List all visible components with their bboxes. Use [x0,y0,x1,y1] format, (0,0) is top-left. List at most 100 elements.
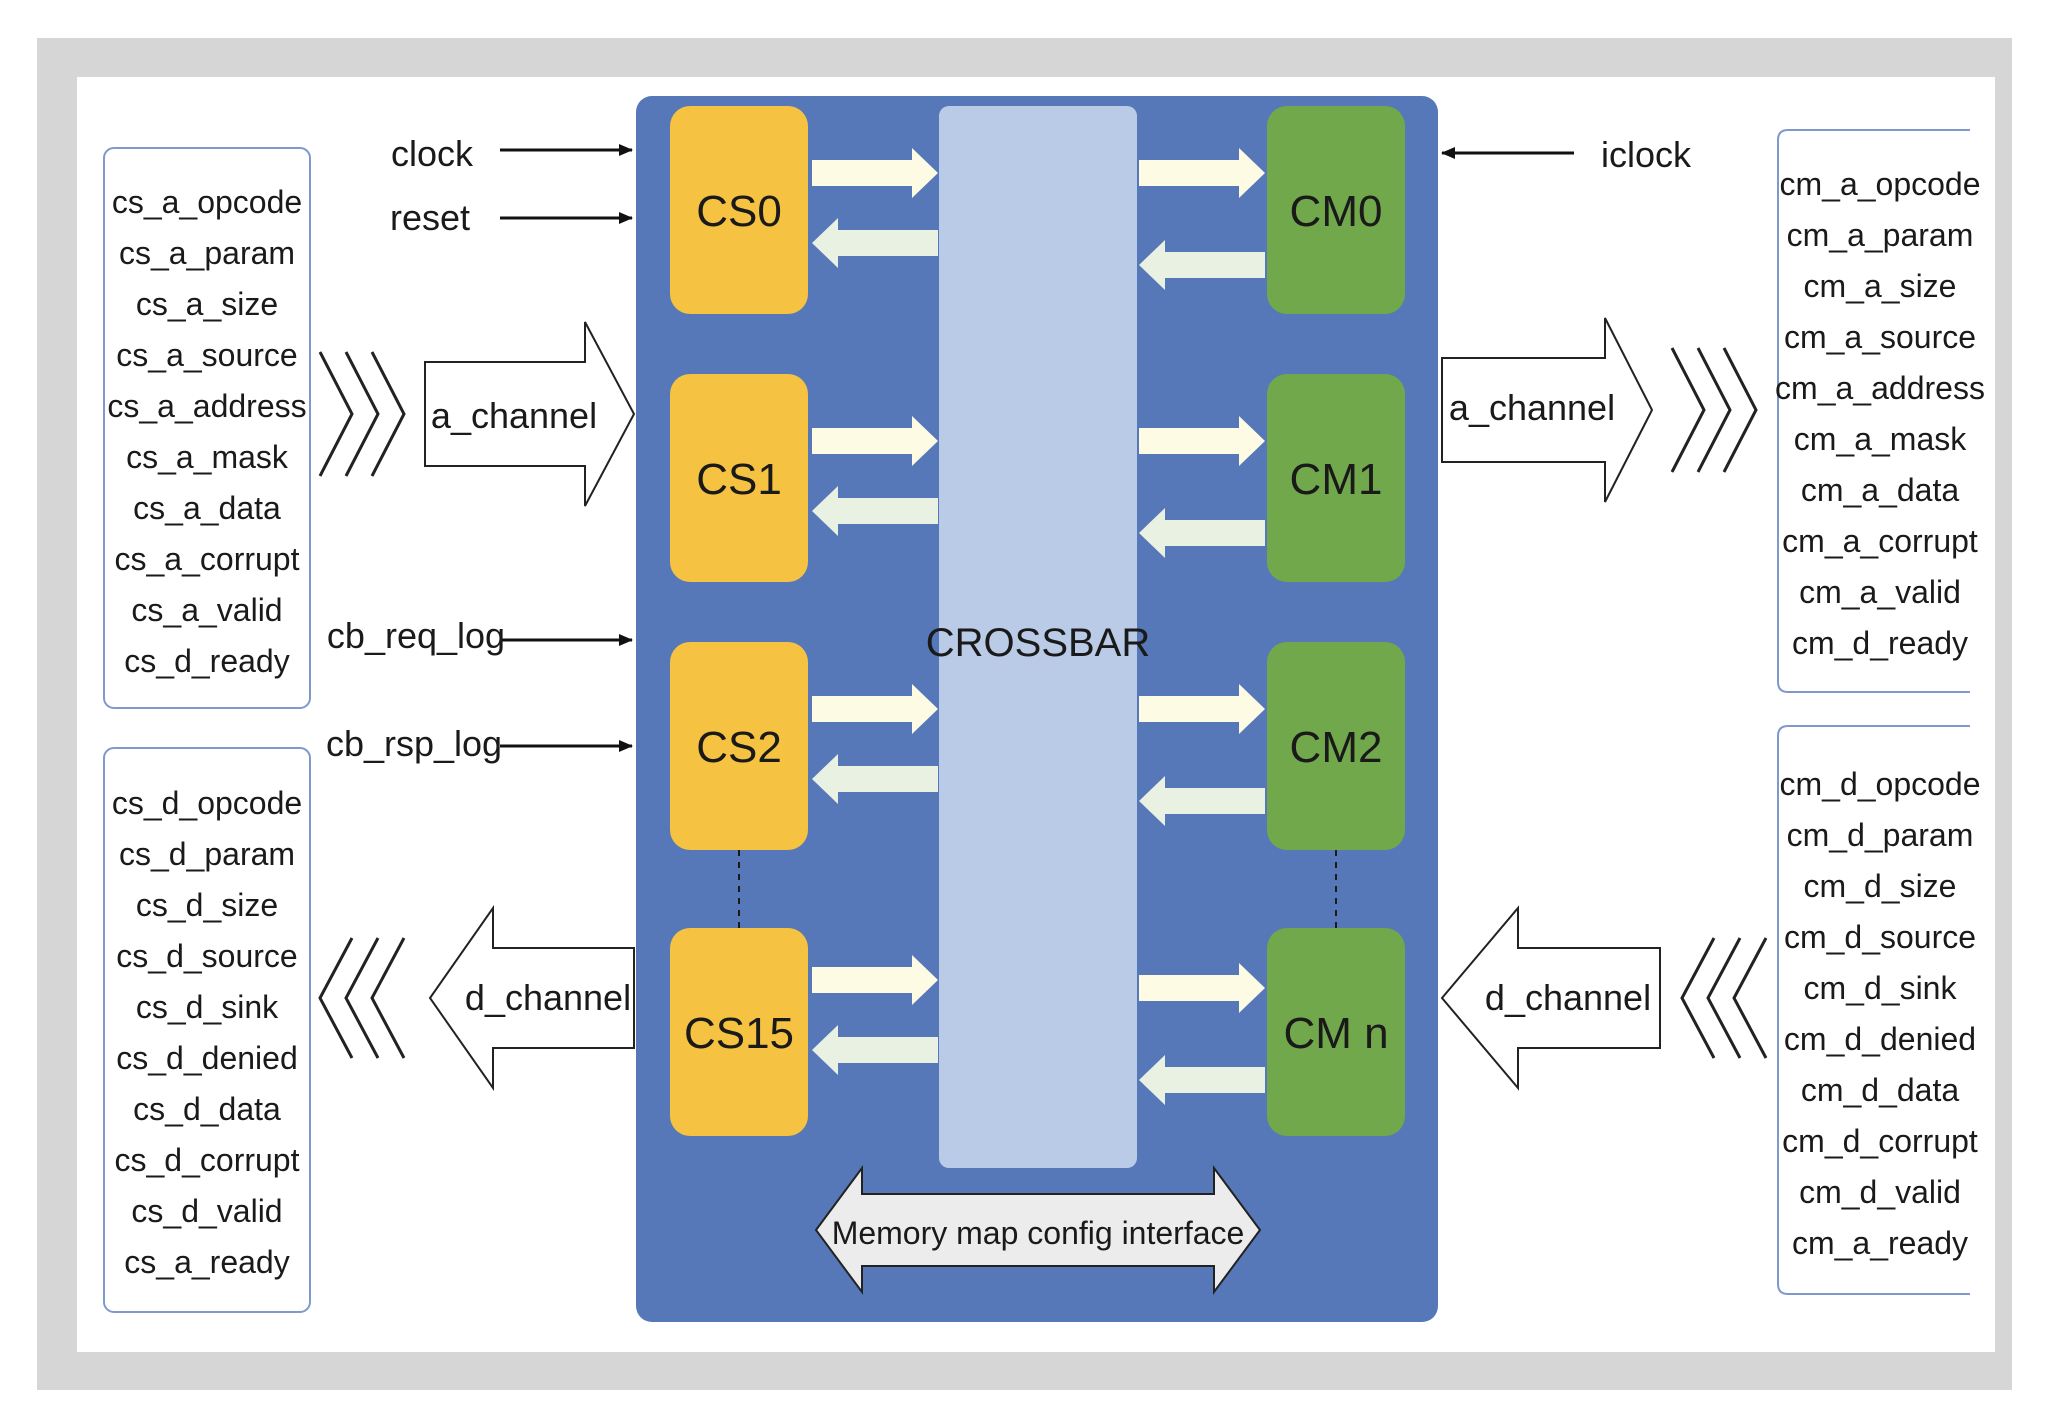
signal-name: cs_d_opcode [112,785,302,821]
signal-name: cm_d_data [1801,1072,1960,1108]
signal-name: cs_a_source [116,337,297,373]
slave-crossbar-arrows [812,148,938,1075]
cb-req-log-label: cb_req_log [327,615,505,656]
master-block-cmn: CM n [1267,928,1405,1136]
slave-block-cs2: CS2 [670,642,808,850]
to-master-arrow-cm0 [1139,148,1265,198]
cs-d-signal-box: cs_d_opcode cs_d_param cs_d_size cs_d_sourc… [103,747,311,1313]
slave-block-cs1: CS1 [670,374,808,582]
config-interface-arrow [814,1164,1262,1296]
master-crossbar-arrows [1139,148,1265,1105]
right-d-channel-arrow [1440,905,1661,1091]
signal-name: cm_a_opcode [1779,166,1980,202]
signal-name: cs_d_ready [124,643,289,679]
master-label: CM n [1283,1009,1388,1058]
crossbar-label: CROSSBAR [926,621,1151,665]
slave-block-cs15: CS15 [670,928,808,1136]
config-interface-label: Memory map config interface [832,1215,1245,1251]
signal-name: cm_d_sink [1804,970,1958,1006]
left-a-chevrons [318,351,406,477]
signal-name: cm_d_param [1787,817,1974,853]
signal-name: cm_d_valid [1799,1174,1961,1210]
slave-label: CS0 [696,187,782,236]
slave-label: CS15 [684,1009,794,1058]
left-d-chevrons [318,937,406,1059]
to-crossbar-arrow-cs15 [812,955,938,1005]
signal-name: cs_d_denied [116,1040,297,1076]
signal-name: cs_d_size [136,887,278,923]
left-a-channel-label: a_channel [431,395,597,436]
to-master-arrow-cm2 [1139,684,1265,734]
signal-name: cm_d_denied [1784,1021,1976,1057]
signal-name: cm_a_size [1804,268,1957,304]
from-crossbar-arrow-cs2 [812,754,938,804]
cs-d-signal-list: cs_d_opcode cs_d_param cs_d_size cs_d_sourc… [112,785,302,1280]
signal-name: cm_a_param [1787,217,1974,253]
from-master-arrow-cm1 [1139,508,1265,558]
right-a-channel-label: a_channel [1449,387,1615,428]
signal-name: cs_a_mask [126,439,289,475]
left-a-channel-arrow [424,321,636,507]
signal-name: cm_a_address [1775,370,1985,406]
signal-name: cs_d_param [119,836,295,872]
cb-rsp-log-label: cb_rsp_log [326,723,502,764]
to-master-arrow-cm1 [1139,416,1265,466]
signal-name: cm_d_ready [1792,625,1968,661]
signal-name: cs_a_corrupt [115,541,300,577]
signal-name: cm_a_data [1801,472,1960,508]
signal-name: cm_a_corrupt [1782,523,1978,559]
cm-a-signal-box: cm_a_opcode cm_a_param cm_a_size cm_a_sourc… [1775,129,1985,693]
signal-name: cs_d_valid [131,1193,282,1229]
master-label: CM0 [1290,187,1383,236]
cm-d-signal-list: cm_d_opcode cm_d_param cm_d_size cm_d_sourc… [1779,766,1980,1261]
clock-label: clock [391,133,474,174]
signal-name: cm_d_size [1804,868,1957,904]
signal-name: cs_a_size [136,286,278,322]
master-label: CM2 [1290,723,1383,772]
master-block-cm2: CM2 [1267,642,1405,850]
cs-a-signal-list: cs_a_opcodecs_a_paramcs_a_sizecs_a_sourc… [107,184,306,679]
cm-a-signal-list: cm_a_opcode cm_a_param cm_a_size cm_a_sourc… [1775,166,1985,661]
crossbar-block [939,106,1137,1168]
cm-d-signal-box: cm_d_opcode cm_d_param cm_d_size cm_d_sourc… [1777,725,1981,1295]
signal-name: cs_a_valid [131,592,282,628]
to-master-arrow-cmn [1139,963,1265,1013]
signal-name: cs_d_data [133,1091,281,1127]
master-label: CM1 [1290,455,1383,504]
to-crossbar-arrow-cs2 [812,684,938,734]
to-crossbar-arrow-cs0 [812,148,938,198]
from-crossbar-arrow-cs15 [812,1025,938,1075]
signal-name: cm_a_ready [1792,1225,1968,1261]
from-crossbar-arrow-cs1 [812,486,938,536]
master-block-cm1: CM1 [1267,374,1405,582]
signal-name: cm_d_corrupt [1782,1123,1978,1159]
from-master-arrow-cm0 [1139,240,1265,290]
slave-label: CS2 [696,723,782,772]
left-d-channel-arrow [428,904,635,1092]
signal-name: cm_d_opcode [1779,766,1980,802]
signal-name: cs_a_address [107,388,306,424]
from-crossbar-arrow-cs0 [812,218,938,268]
from-master-arrow-cm2 [1139,776,1265,826]
signal-name: cm_a_source [1784,319,1976,355]
signal-name: cs_a_ready [124,1244,289,1280]
right-d-chevrons [1680,937,1768,1059]
signal-name: cs_a_opcode [112,184,302,220]
signal-name: cm_d_source [1784,919,1976,955]
signal-name: cs_a_data [133,490,281,526]
right-d-channel-label: d_channel [1485,977,1651,1018]
signal-name: cs_d_source [116,938,297,974]
slave-label: CS1 [696,455,782,504]
signal-name: cm_a_valid [1799,574,1961,610]
signal-name: cs_d_corrupt [115,1142,300,1178]
signal-name: cs_d_sink [136,989,279,1025]
left-d-channel-label: d_channel [465,977,631,1018]
right-a-chevrons [1670,347,1758,473]
cs-a-signal-box: cs_a_opcodecs_a_paramcs_a_sizecs_a_sourc… [103,147,311,709]
reset-label: reset [390,197,470,238]
right-a-channel-arrow [1441,317,1654,503]
to-crossbar-arrow-cs1 [812,416,938,466]
signal-name: cm_a_mask [1794,421,1968,457]
from-master-arrow-cmn [1139,1055,1265,1105]
